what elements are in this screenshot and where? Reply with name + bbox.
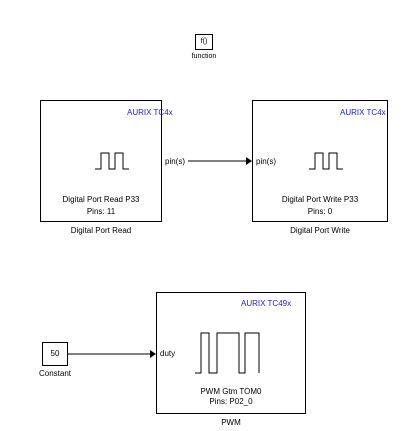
read-to-write-connection[interactable] xyxy=(188,157,252,165)
constant-block[interactable]: 50 xyxy=(42,342,68,366)
read-caption: Digital Port Read xyxy=(70,226,132,235)
pwm-block[interactable]: AURIX TC49x duty PWM Gtm TOM0 Pins: P02_… xyxy=(156,292,306,414)
write-line2: Pins: 0 xyxy=(307,207,333,216)
read-line2: Pins: 11 xyxy=(86,207,116,216)
pwm-port-in-label: duty xyxy=(160,349,176,358)
function-symbol: f() xyxy=(200,38,208,45)
pwm-caption: PWM xyxy=(221,418,241,427)
write-caption: Digital Port Write xyxy=(290,226,350,235)
digital-signal-icon xyxy=(95,152,129,170)
read-port-out-label: pin(s) xyxy=(165,157,186,166)
pwm-line2: Pins: P02_0 xyxy=(209,397,253,406)
digital-port-read-block[interactable]: AURIX TC4x pin(s) Digital Port Read P33 … xyxy=(40,100,185,222)
pwm-line1: PWM Gtm TOM0 xyxy=(200,387,262,396)
function-label: function xyxy=(191,53,217,60)
function-block[interactable]: f() xyxy=(195,34,213,50)
pwm-brand-label: AURIX TC49x xyxy=(241,299,292,308)
digital-signal-icon xyxy=(309,152,343,170)
write-line1: Digital Port Write P33 xyxy=(281,195,359,204)
read-line1: Digital Port Read P33 xyxy=(62,195,140,204)
digital-port-write-block[interactable]: AURIX TC4x pin(s) Digital Port Write P33… xyxy=(252,100,388,222)
constant-value: 50 xyxy=(50,349,60,358)
write-brand-label: AURIX TC4x xyxy=(340,108,386,117)
constant-to-pwm-connection[interactable] xyxy=(68,350,156,358)
write-port-in-label: pin(s) xyxy=(256,157,277,166)
read-brand-label: AURIX TC4x xyxy=(127,108,173,117)
constant-caption: Constant xyxy=(38,369,72,378)
pwm-signal-icon xyxy=(195,332,260,374)
